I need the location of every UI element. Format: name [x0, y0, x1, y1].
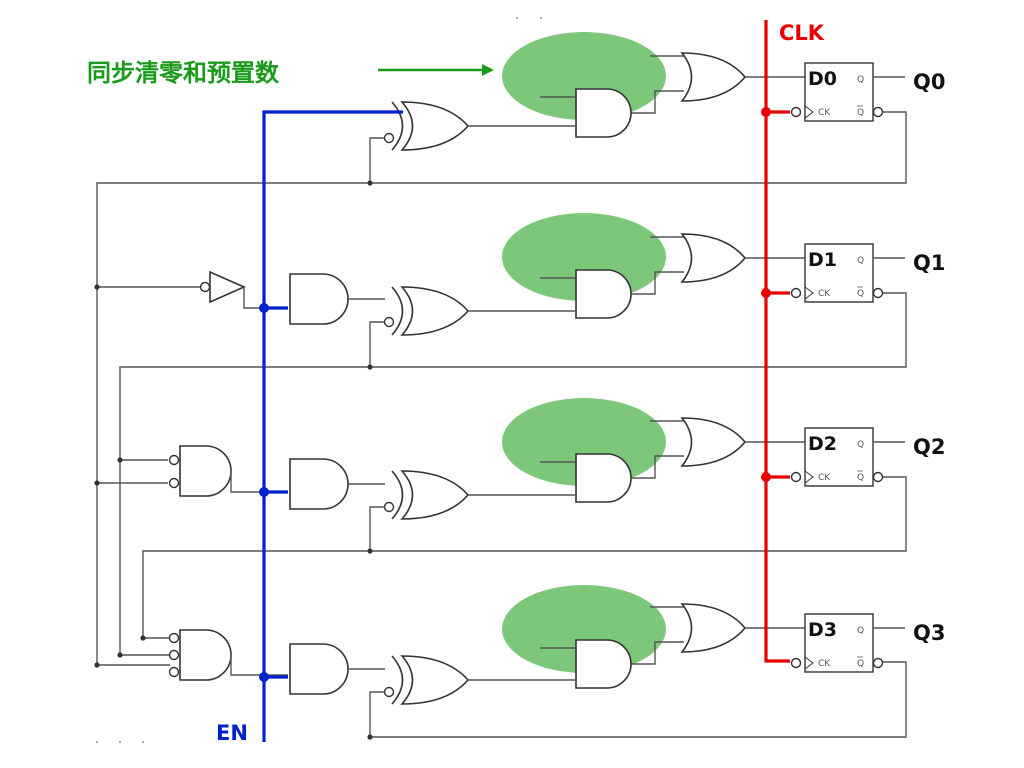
qbar-pin-label: Q: [857, 108, 864, 118]
clock-line: CLK: [761, 20, 825, 663]
nand-gate-stage2: [179, 445, 232, 497]
flip-flop-d-label: D3: [808, 619, 837, 641]
and-gate-stage2: [289, 458, 349, 510]
qbar-pin-label: Q: [857, 473, 864, 483]
clock-label: CLK: [779, 21, 825, 45]
qbar-pin-label: Q: [857, 289, 864, 299]
scan-marks: [96, 17, 542, 743]
output-label: Q3: [913, 621, 945, 645]
clock-pin-label: CK: [818, 473, 831, 483]
clock-pin-label: CK: [818, 289, 831, 299]
q-pin-label: Q: [857, 256, 864, 266]
output-label: Q0: [913, 70, 945, 94]
xor-gate-stage2: [383, 470, 575, 520]
qbar-pin-label: Q: [857, 659, 864, 669]
carry-logic: [168, 270, 385, 695]
output-label: Q2: [913, 435, 945, 459]
wire-junctions: [94, 180, 373, 740]
preset-and-gate: [575, 453, 632, 503]
annotation-text: 同步清零和预置数: [87, 59, 280, 87]
xor-gates: [383, 101, 575, 705]
or-gate: [680, 603, 747, 653]
and-gate-stage1: [289, 273, 349, 325]
inverter-gate: [209, 270, 246, 304]
flip-flop-d-label: D0: [808, 68, 837, 90]
output-label: Q1: [913, 251, 945, 275]
flip-flop-d-label: D1: [808, 249, 837, 271]
or-gate: [680, 52, 747, 102]
and-gate-stage3: [289, 643, 349, 695]
enable-label: EN: [216, 721, 248, 745]
nand-gate-stage3: [179, 629, 232, 681]
xor-gate-stage3: [383, 655, 575, 705]
preset-and-gate: [575, 88, 632, 138]
clock-pin-label: CK: [818, 659, 831, 669]
xor-gate-stage1: [383, 286, 575, 336]
preset-and-gate: [575, 639, 632, 689]
or-gate: [680, 233, 747, 283]
flip-flop-d-label: D2: [808, 433, 837, 455]
q-pin-label: Q: [857, 75, 864, 85]
enable-line: EN: [216, 110, 403, 745]
q-pin-label: Q: [857, 626, 864, 636]
or-gate: [680, 417, 747, 467]
annotation: 同步清零和预置数: [87, 59, 494, 87]
clock-pin-label: CK: [818, 108, 831, 118]
q-pin-label: Q: [857, 440, 864, 450]
preset-and-gate: [575, 269, 632, 319]
xor-gate-stage0: [383, 101, 575, 151]
feedback-wiring: [96, 111, 907, 738]
